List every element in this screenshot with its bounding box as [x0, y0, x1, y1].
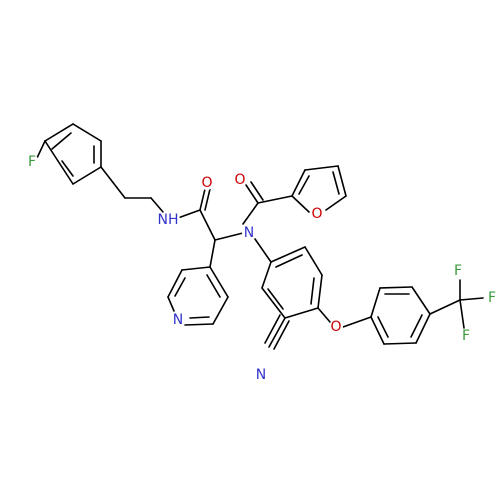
bond-inner [275, 254, 303, 268]
bond-inner [267, 288, 284, 310]
bond [268, 317, 286, 348]
bond [250, 181, 264, 201]
bond [57, 160, 74, 185]
bond [337, 165, 347, 197]
bond [291, 195, 310, 213]
bond [304, 246, 323, 276]
bond [342, 316, 372, 328]
bond-inner [298, 175, 310, 195]
pyridine-nitrogen-label: N [173, 312, 183, 328]
bond-inner [310, 277, 315, 305]
bond [459, 297, 484, 301]
bond [291, 169, 306, 197]
fluorine-atom-label: F [28, 154, 36, 170]
bond [150, 197, 164, 213]
ether-oxygen-label: O [330, 319, 341, 335]
bond [257, 195, 293, 204]
bond [214, 232, 244, 241]
bond [304, 165, 339, 171]
bond [100, 166, 126, 199]
cf3-fluorine-right-label: F [488, 290, 496, 306]
bond [44, 140, 59, 162]
bond [429, 299, 461, 315]
furan-oxygen-label: O [311, 206, 322, 222]
amide-nh-label: NH [158, 212, 179, 228]
bond [264, 314, 281, 344]
bond [167, 296, 175, 312]
bonds [36, 123, 484, 350]
bond [415, 313, 431, 344]
bond [242, 202, 259, 225]
bond-inner [189, 316, 210, 319]
bond [204, 188, 211, 211]
bond [270, 246, 306, 263]
bond [199, 209, 216, 241]
bond-inner [332, 171, 340, 195]
bond [325, 195, 347, 211]
bond [317, 307, 331, 323]
bond [383, 342, 417, 345]
bond [317, 274, 323, 309]
bond-inner [174, 277, 186, 297]
bond [379, 286, 413, 289]
bond [459, 299, 465, 329]
cf3-fluorine-top-label: F [454, 263, 462, 279]
bond [209, 266, 229, 298]
bond [261, 287, 286, 319]
bond [181, 266, 211, 271]
bond-inner [410, 314, 423, 338]
bond [370, 287, 381, 318]
bond [199, 188, 206, 211]
nitrile-nitrogen-label: N [256, 367, 266, 383]
bond-inner [377, 316, 389, 338]
bond [245, 184, 259, 204]
bond-inner [206, 274, 221, 298]
central-nitrogen-label: N [244, 225, 254, 241]
bond [209, 239, 216, 268]
bond-inner [61, 160, 74, 177]
bond [261, 261, 272, 289]
bond [273, 320, 290, 350]
bond [370, 316, 385, 345]
bond [254, 238, 272, 263]
bond [212, 296, 229, 325]
bond [36, 140, 46, 159]
furoyl-carbonyl-oxygen-label: O [234, 172, 245, 188]
bond-inner [51, 132, 72, 150]
cf3-fluorine-bottom-label: F [462, 328, 470, 344]
bond [72, 123, 102, 142]
bond [184, 323, 214, 326]
bond [72, 166, 102, 185]
bond [44, 123, 74, 142]
bond [167, 269, 183, 298]
bond [284, 307, 319, 319]
amide-oxygen-label: O [201, 175, 212, 191]
atom-labels: F NH O O O N N O N F F F [25, 154, 499, 383]
bond [411, 286, 431, 315]
bond [177, 209, 201, 219]
